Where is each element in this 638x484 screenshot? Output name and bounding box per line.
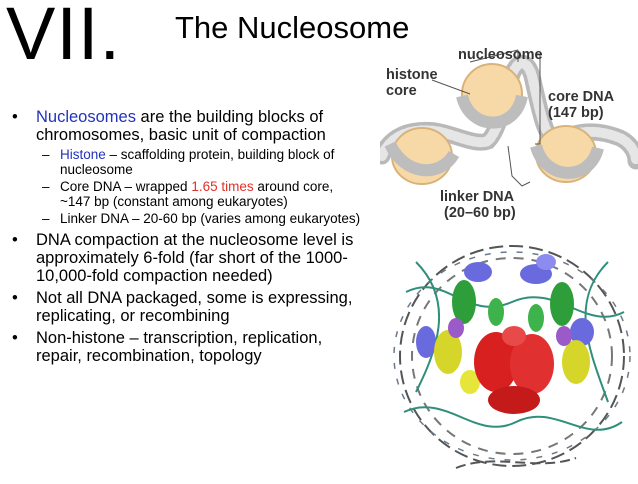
dna-strand-teal-2 (403, 406, 623, 431)
section-numeral: VII. (6, 0, 122, 75)
highlight-wrap-count: 1.65 times (191, 179, 254, 194)
dna-strand-teal-3 (415, 261, 440, 393)
sub-bullet-histone: – Histone – scaffolding protein, buildin… (12, 147, 367, 177)
bracket-core-dna (535, 53, 541, 145)
bullet-text: Not all DNA packaged, some is expressing… (36, 288, 353, 325)
sub-bullet-text: around core, ~147 bp (constant among euk… (60, 179, 334, 209)
bullet-text: Non-histone – transcription, replication… (36, 328, 323, 365)
dna-helix-bottom (455, 457, 577, 469)
bracket-linker-dna (507, 145, 531, 187)
bullet-nucleosomes: • Nucleosomes are the building blocks of… (12, 108, 367, 227)
bullet-dot: • (12, 288, 18, 307)
sub-bullet-core-dna: – Core DNA – wrapped 1.65 times around c… (12, 179, 367, 209)
sub-bullet-dash: – (42, 211, 50, 226)
sub-bullet-text: Linker DNA – 20-60 bp (varies among euka… (60, 211, 361, 226)
histone-helix-blue (416, 254, 594, 358)
sub-bullet-linker-dna: – Linker DNA – 20-60 bp (varies among eu… (12, 211, 367, 227)
bullet-compaction: • DNA compaction at the nucleosome level… (12, 231, 367, 285)
histone-helix-purple (448, 318, 572, 346)
histone-helix-yellow (434, 330, 590, 394)
sub-bullet-list: – Histone – scaffolding protein, buildin… (36, 147, 367, 227)
dna-wrap-center (456, 94, 528, 129)
dna-strand-teal-1 (405, 286, 625, 318)
sub-bullet-text: – scaffolding protein, building block of… (60, 147, 335, 177)
bullet-non-histone: • Non-histone – transcription, replicati… (12, 329, 367, 365)
pointer-nucleosome (469, 49, 519, 63)
nucleosome-structure-image (386, 232, 638, 479)
highlight-nucleosomes: Nucleosomes (36, 108, 136, 126)
dna-helix-inner (411, 257, 613, 455)
bullet-dot: • (12, 230, 18, 249)
slide-title: The Nucleosome (175, 10, 410, 45)
dna-wrap-left (384, 141, 460, 177)
label-core-dna: core DNA (548, 89, 615, 105)
bullet-dot: • (12, 328, 18, 347)
label-linker-dna: linker DNA (440, 189, 515, 205)
bullet-text: DNA compaction at the nucleosome level i… (36, 230, 354, 285)
bullet-text: are the building blocks of chromosomes, … (36, 108, 326, 144)
label-nucleosome: nucleosome (458, 47, 543, 63)
label-core-dna-bp: (147 bp) (548, 105, 604, 121)
highlight-histone: Histone (60, 147, 106, 162)
sub-bullet-dash: – (42, 179, 50, 194)
sub-bullet-dash: – (42, 147, 50, 162)
histone-helix-red (474, 326, 554, 414)
dna-helix-outer (399, 245, 625, 467)
histone-helix-green (452, 280, 574, 332)
nucleosome-structure-graphic (393, 245, 631, 469)
bullet-not-packaged: • Not all DNA packaged, some is expressi… (12, 289, 367, 325)
bullet-list: • Nucleosomes are the building blocks of… (12, 108, 367, 369)
sub-bullet-text: Core DNA – wrapped (60, 179, 192, 194)
label-core: core (386, 83, 417, 99)
label-linker-dna-bp: (20–60 bp) (444, 205, 516, 221)
pointer-histone (431, 79, 471, 95)
bullet-dot: • (12, 108, 18, 126)
dna-wrap-right (530, 143, 604, 179)
dna-helix-backbone (393, 251, 631, 461)
nucleosome-diagram: nucleosome histone core core DNA (147 bp… (373, 36, 638, 232)
nucleosome-diagram-graphic (373, 49, 638, 187)
label-histone: histone (386, 67, 438, 83)
